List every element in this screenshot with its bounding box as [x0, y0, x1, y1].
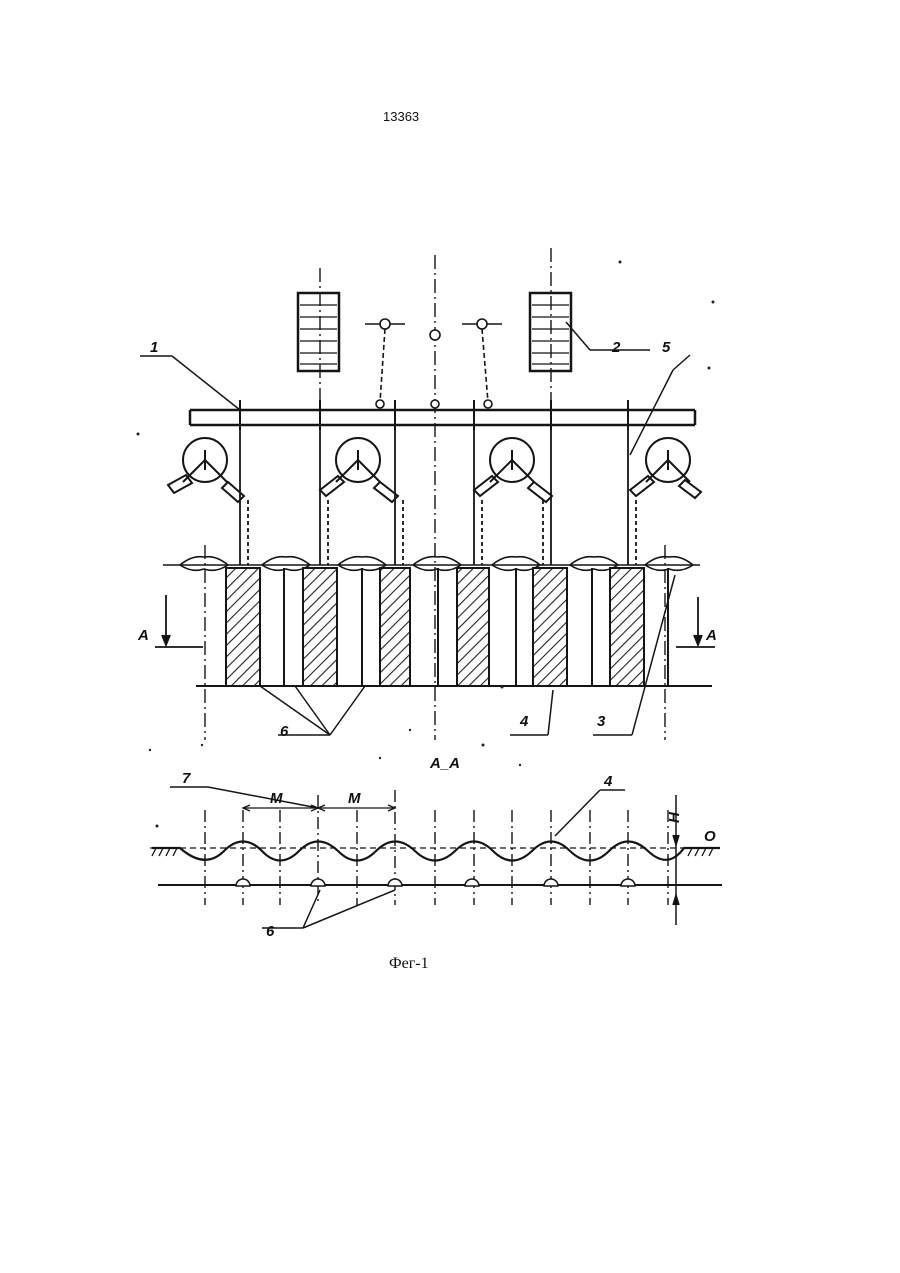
axis-lines	[205, 248, 665, 740]
label-4-top: 4	[519, 713, 529, 730]
label-o: O	[704, 828, 716, 845]
ground-hatch	[152, 848, 713, 856]
label-a-right: A	[705, 627, 717, 644]
label-1: 1	[150, 339, 158, 356]
label-4-section: 4	[603, 773, 613, 790]
label-m-1: M	[270, 790, 283, 807]
figure-caption: Фег-1	[389, 955, 429, 973]
block-left	[298, 293, 339, 371]
dimension-m	[243, 805, 395, 811]
pipes	[240, 425, 636, 565]
label-a-left: A	[137, 627, 149, 644]
leader-lines-section	[170, 787, 625, 928]
label-m-2: M	[348, 790, 361, 807]
leader-lines-top	[140, 322, 690, 735]
section-title: A_A	[429, 755, 460, 772]
label-7: 7	[182, 770, 191, 787]
label-h: H	[666, 811, 683, 823]
label-6-top: 6	[280, 723, 289, 740]
frame-bar	[190, 410, 695, 425]
gauge-markers	[365, 319, 502, 408]
label-2: 2	[611, 339, 621, 356]
wave-profile	[152, 842, 720, 861]
label-3: 3	[597, 713, 606, 730]
label-5: 5	[662, 339, 671, 356]
label-6-section: 6	[266, 923, 275, 940]
